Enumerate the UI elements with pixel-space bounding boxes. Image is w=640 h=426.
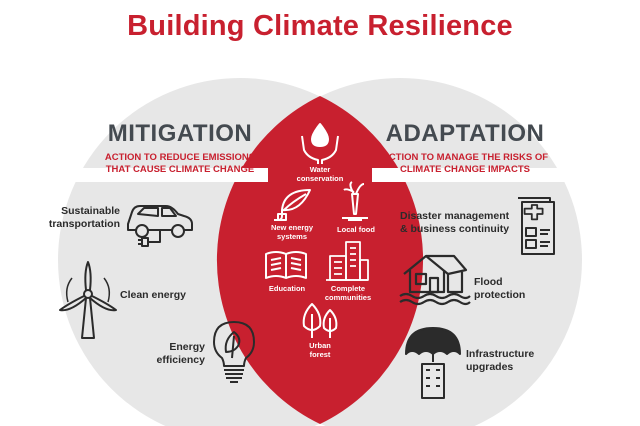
lightbulb-icon	[213, 321, 255, 383]
mitigation-subtitle: ACTION TO REDUCE EMISSIONS THAT CAUSE CL…	[80, 152, 280, 176]
item-label-line1: Energy	[169, 341, 205, 353]
leaf-plug-icon	[274, 189, 311, 221]
item-sustainable-transportation: Sustainable transportation	[48, 205, 120, 230]
overlap-water-conservation: Water conservation	[285, 165, 355, 183]
water-hands-icon	[301, 123, 339, 164]
city-icon	[326, 241, 369, 281]
overlap-local-food: Local food	[328, 225, 384, 234]
item-clean-energy: Clean energy	[120, 289, 186, 302]
item-label-line1: Clean energy	[120, 289, 186, 301]
adaptation-subtitle-line2: CLIMATE CHANGE IMPACTS	[399, 164, 530, 175]
overlap-new-energy-systems: New energy systems	[262, 223, 322, 241]
adaptation-subtitle: ACTION TO MANAGE THE RISKS OF CLIMATE CH…	[360, 152, 570, 176]
overlap-label-line1: Local food	[337, 225, 375, 234]
item-disaster-management: Disaster management & business continuit…	[400, 210, 509, 235]
document-icon	[518, 197, 555, 255]
mitigation-band	[0, 168, 268, 182]
overlap-label-line1: Education	[268, 284, 306, 293]
item-label-line1: Disaster management	[400, 210, 510, 222]
item-label-line2: & business continuity	[400, 222, 510, 235]
car-icon	[127, 205, 193, 247]
item-energy-efficiency: Energy efficiency	[150, 341, 205, 366]
item-label-line2: protection	[474, 288, 526, 301]
item-flood-protection: Flood protection	[474, 276, 525, 301]
overlap-label-line1: Urban	[309, 341, 331, 350]
trees-icon	[302, 303, 338, 338]
flooded-house-icon	[399, 254, 471, 306]
item-label-line2: efficiency	[156, 353, 205, 366]
overlap-label-line2: communities	[324, 293, 372, 302]
overlap-label-line2: systems	[276, 232, 308, 241]
item-label-line2: upgrades	[466, 360, 514, 373]
adaptation-heading: ADAPTATION	[385, 120, 545, 147]
diagram-title: Building Climate Resilience	[127, 10, 513, 42]
adaptation-band	[372, 168, 640, 182]
mitigation-subtitle-line1: ACTION TO REDUCE EMISSIONS	[104, 152, 256, 163]
umbrella-building-icon	[405, 327, 461, 399]
item-label-line1: Flood	[474, 276, 503, 288]
overlap-education: Education	[262, 284, 312, 293]
overlap-label-line1: Complete	[330, 284, 366, 293]
mitigation-heading: MITIGATION	[107, 120, 253, 147]
overlap-label-line1: Water	[309, 165, 331, 174]
carrot-icon	[342, 181, 368, 221]
overlap-complete-communities: Complete communities	[318, 284, 378, 302]
book-icon	[265, 251, 307, 279]
wind-turbine-icon	[59, 261, 117, 339]
adaptation-subtitle-line1: ACTION TO MANAGE THE RISKS OF	[381, 152, 549, 163]
overlap-label-line1: New energy	[270, 223, 314, 232]
overlap-urban-forest: Urban forest	[290, 341, 350, 359]
mitigation-subtitle-line2: THAT CAUSE CLIMATE CHANGE	[105, 164, 255, 175]
overlap-region	[216, 96, 424, 424]
overlap-label-line2: forest	[309, 350, 331, 359]
item-label-line1: Infrastructure	[466, 348, 535, 360]
item-label-line2: transportation	[48, 217, 120, 230]
item-label-line1: Sustainable	[61, 205, 120, 217]
item-infrastructure-upgrades: Infrastructure upgrades	[466, 348, 534, 373]
overlap-label-line2: conservation	[296, 174, 344, 183]
